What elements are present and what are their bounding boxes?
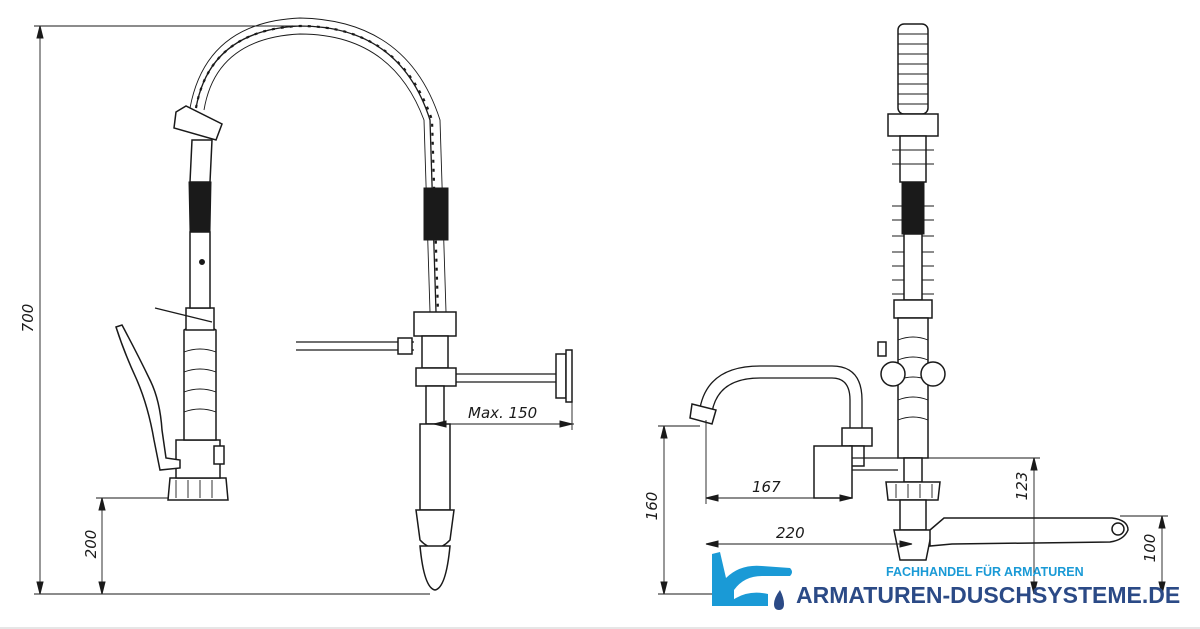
dim-label-200: 200	[82, 530, 100, 559]
dimension-max-150: Max. 150	[433, 402, 574, 430]
dimension-100: 100	[1120, 515, 1168, 595]
dim-label-700: 700	[19, 304, 37, 333]
dim-label-max-150: Max. 150	[468, 404, 537, 422]
spring-coil	[189, 17, 449, 313]
logo-tagline: FACHHANDEL FÜR ARMATUREN	[886, 564, 1084, 579]
side-view: 167 220 160 123 100	[643, 23, 1168, 595]
dimension-220: 220	[705, 524, 913, 548]
pre-rinse-pipe	[173, 105, 223, 309]
dimension-700: 700	[19, 25, 430, 595]
faucet-base	[167, 307, 229, 501]
faucet-logo-icon	[712, 552, 792, 610]
side-spring-coil	[887, 23, 939, 319]
logo-brand-name: ARMATUREN-DUSCHSYSTEME.DE	[796, 582, 1180, 608]
swivel-spout	[689, 365, 898, 499]
front-view: 700 200	[19, 17, 574, 595]
dimension-123: 123	[868, 457, 1040, 595]
side-valve-body	[877, 317, 946, 561]
dimension-200: 200	[82, 497, 175, 595]
dimension-167: 167	[705, 420, 853, 504]
dim-label-220: 220	[776, 524, 805, 542]
wall-bracket-assembly	[296, 311, 573, 591]
lever-handle	[115, 307, 213, 471]
dim-label-167: 167	[752, 478, 781, 496]
dim-label-123: 123	[1013, 472, 1031, 501]
brand-logo: FACHHANDEL FÜR ARMATUREN ARMATUREN-DUSCH…	[712, 552, 1180, 610]
side-lever-handle	[929, 517, 1129, 547]
dim-label-100: 100	[1141, 534, 1159, 563]
dim-label-160: 160	[643, 492, 661, 521]
